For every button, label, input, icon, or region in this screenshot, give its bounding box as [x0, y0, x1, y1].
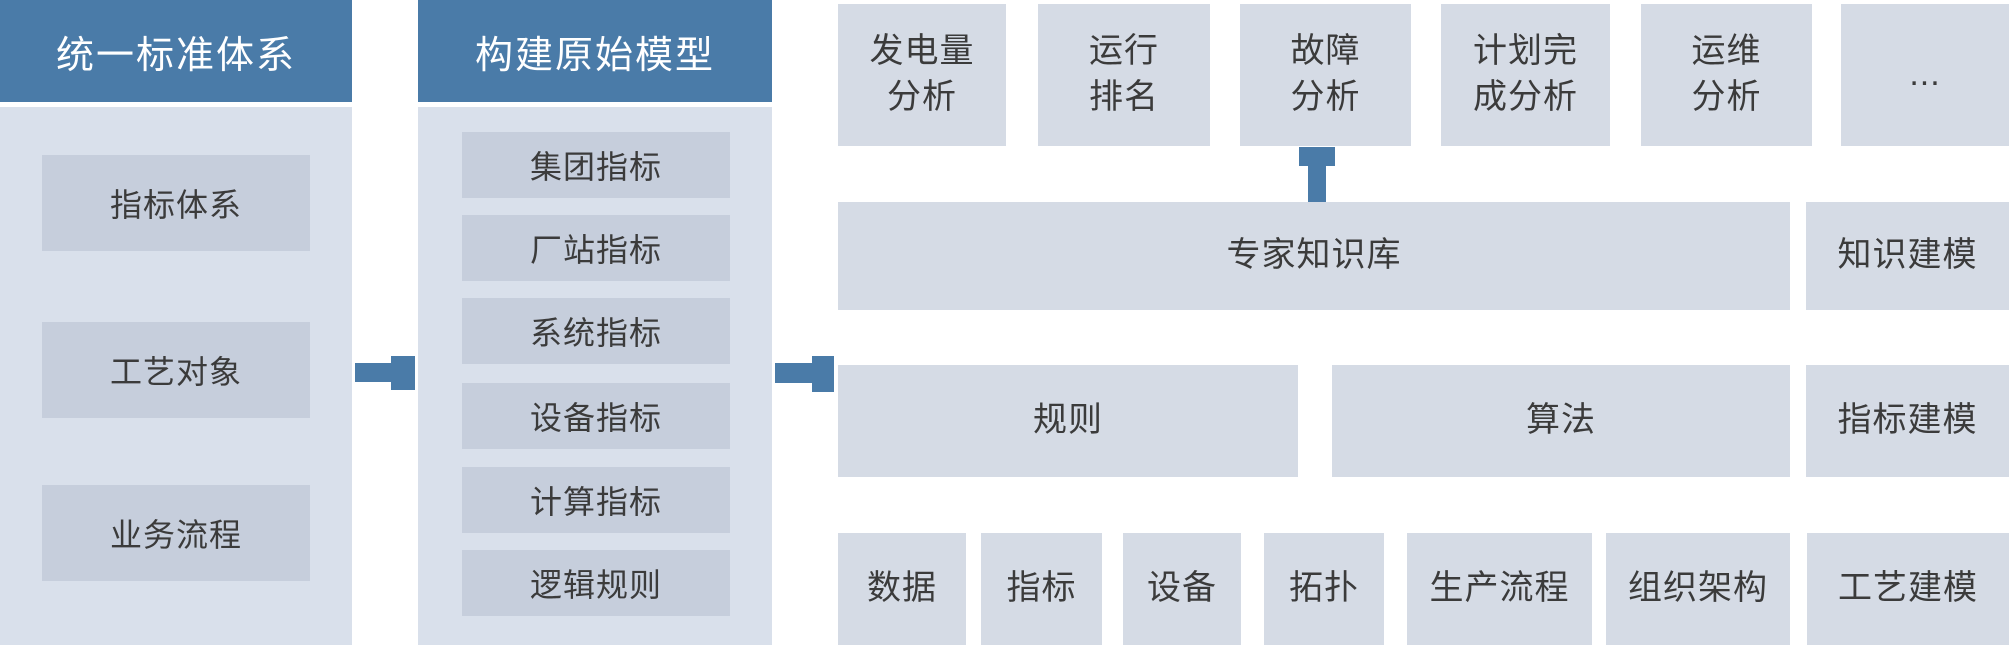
analysis-box-generation: 发电量 分析 [838, 4, 1006, 146]
knowledge-modeling-box: 知识建模 [1806, 202, 2009, 310]
process-modeling-box: 工艺建模 [1807, 533, 2009, 645]
algorithms-box: 算法 [1332, 365, 1790, 477]
object-box-data: 数据 [838, 533, 966, 645]
arrow-bar [775, 363, 812, 383]
standard-item-indicator-system: 指标体系 [42, 155, 310, 251]
model-item-logic-rule: 逻辑规则 [462, 550, 730, 616]
object-box-org-structure: 组织架构 [1606, 533, 1790, 645]
indicator-modeling-box: 指标建模 [1806, 365, 2009, 477]
arrow-bar [1308, 166, 1326, 202]
analysis-box-fault: 故障 分析 [1240, 4, 1411, 146]
expert-knowledge-base-box: 专家知识库 [838, 202, 1790, 310]
analysis-box-om: 运维 分析 [1641, 4, 1812, 146]
arrow-bar [355, 363, 391, 382]
analysis-box-operation-ranking: 运行 排名 [1038, 4, 1210, 146]
object-box-indicator: 指标 [981, 533, 1102, 645]
object-box-topology: 拓扑 [1264, 533, 1384, 645]
model-item-system-indicator: 系统指标 [462, 298, 730, 364]
object-box-device: 设备 [1123, 533, 1241, 645]
object-box-production-process: 生产流程 [1407, 533, 1592, 645]
arrow-head [391, 356, 415, 390]
arrow-head [812, 356, 834, 392]
model-item-plant-indicator: 厂站指标 [462, 215, 730, 281]
analysis-box-more: ... [1841, 4, 2009, 146]
arrow-head [1299, 147, 1335, 166]
model-item-group-indicator: 集团指标 [462, 132, 730, 198]
model-column-header: 构建原始模型 [418, 0, 772, 102]
analysis-box-plan-completion: 计划完 成分析 [1441, 4, 1610, 146]
model-item-calc-indicator: 计算指标 [462, 467, 730, 533]
model-item-device-indicator: 设备指标 [462, 383, 730, 449]
rules-box: 规则 [838, 365, 1298, 477]
standard-column-header: 统一标准体系 [0, 0, 352, 102]
standard-item-process-object: 工艺对象 [42, 322, 310, 418]
standard-item-business-process: 业务流程 [42, 485, 310, 581]
